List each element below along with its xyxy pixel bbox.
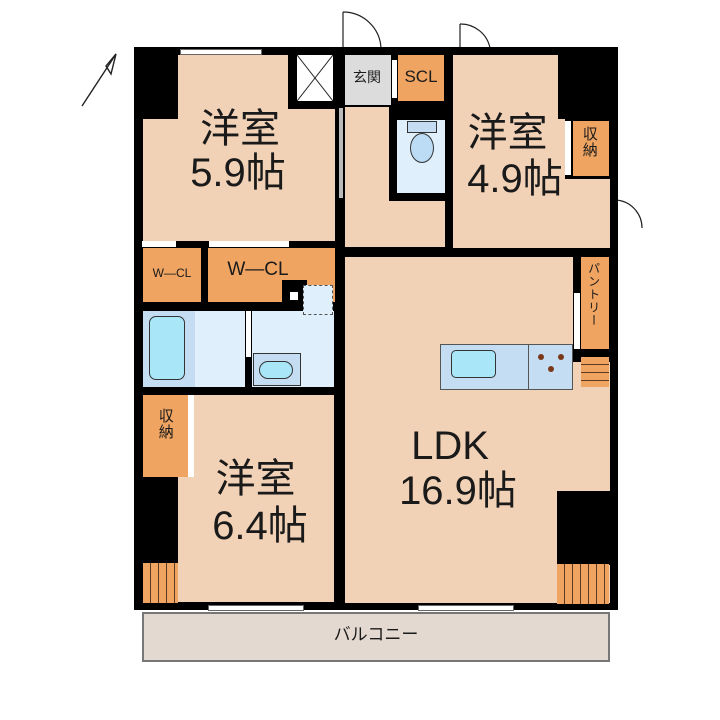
bath-floor[interactable] xyxy=(195,311,245,387)
burner-icon xyxy=(548,366,554,372)
balcony-label: バルコニー xyxy=(333,625,419,644)
entrance[interactable] xyxy=(345,55,391,105)
closet-door xyxy=(142,241,176,247)
walk-in-closet-small[interactable] xyxy=(143,248,201,302)
room2-door-swing-icon xyxy=(459,23,491,49)
pipe-shaft-icon xyxy=(297,55,333,101)
closet-door xyxy=(209,241,289,247)
wcl-large-label: W—CL xyxy=(227,259,289,280)
storage-door xyxy=(188,395,194,477)
room2-name: 洋室 xyxy=(467,111,548,155)
scl-door xyxy=(392,60,397,98)
window xyxy=(418,605,514,611)
column xyxy=(134,47,178,119)
burner-icon xyxy=(538,354,544,360)
window xyxy=(180,49,262,55)
pipe-icon xyxy=(290,292,298,300)
entrance-label: 玄関 xyxy=(353,69,381,85)
burner-icon xyxy=(558,354,564,360)
room2-size: 4.9帖 xyxy=(467,157,563,201)
storage2-label: 収納 xyxy=(580,126,598,158)
western-room-3[interactable] xyxy=(178,395,334,602)
kitchen-sink-icon xyxy=(451,350,496,378)
stairs xyxy=(581,357,609,387)
balcony[interactable] xyxy=(142,612,610,662)
storage3-label: 収納 xyxy=(156,408,174,440)
stairs xyxy=(557,564,609,604)
room3-size: 6.4帖 xyxy=(212,504,308,548)
pantry-label: パントリー xyxy=(586,262,601,327)
ldk-name: LDK xyxy=(411,424,489,468)
storage-room2[interactable] xyxy=(573,121,609,176)
pantry[interactable] xyxy=(581,257,609,349)
sliding-door xyxy=(339,108,343,198)
window xyxy=(208,605,304,611)
ldk-size: 16.9帖 xyxy=(399,469,517,513)
bath-door xyxy=(246,311,251,357)
shoe-closet[interactable] xyxy=(398,55,444,101)
room1-size: 5.9帖 xyxy=(190,151,286,195)
toilet-tank xyxy=(407,121,437,133)
bathtub-icon xyxy=(149,316,185,380)
washer-space xyxy=(303,285,333,315)
stairs xyxy=(143,563,178,603)
north-arrow-icon xyxy=(81,53,117,107)
storage-door xyxy=(565,121,571,175)
side-door-swing-icon xyxy=(615,199,643,236)
pantry-door xyxy=(574,293,580,349)
column xyxy=(558,47,618,119)
toilet-bowl-icon xyxy=(410,133,434,163)
scl-label: SCL xyxy=(404,67,438,86)
room3-name: 洋室 xyxy=(215,457,296,501)
sink-icon xyxy=(259,361,293,379)
entrance-door-swing-icon xyxy=(342,11,382,49)
storage-room3[interactable] xyxy=(143,395,188,477)
wcl-small-label: W—CL xyxy=(152,266,192,280)
room1-name: 洋室 xyxy=(200,107,280,151)
column xyxy=(557,491,610,565)
